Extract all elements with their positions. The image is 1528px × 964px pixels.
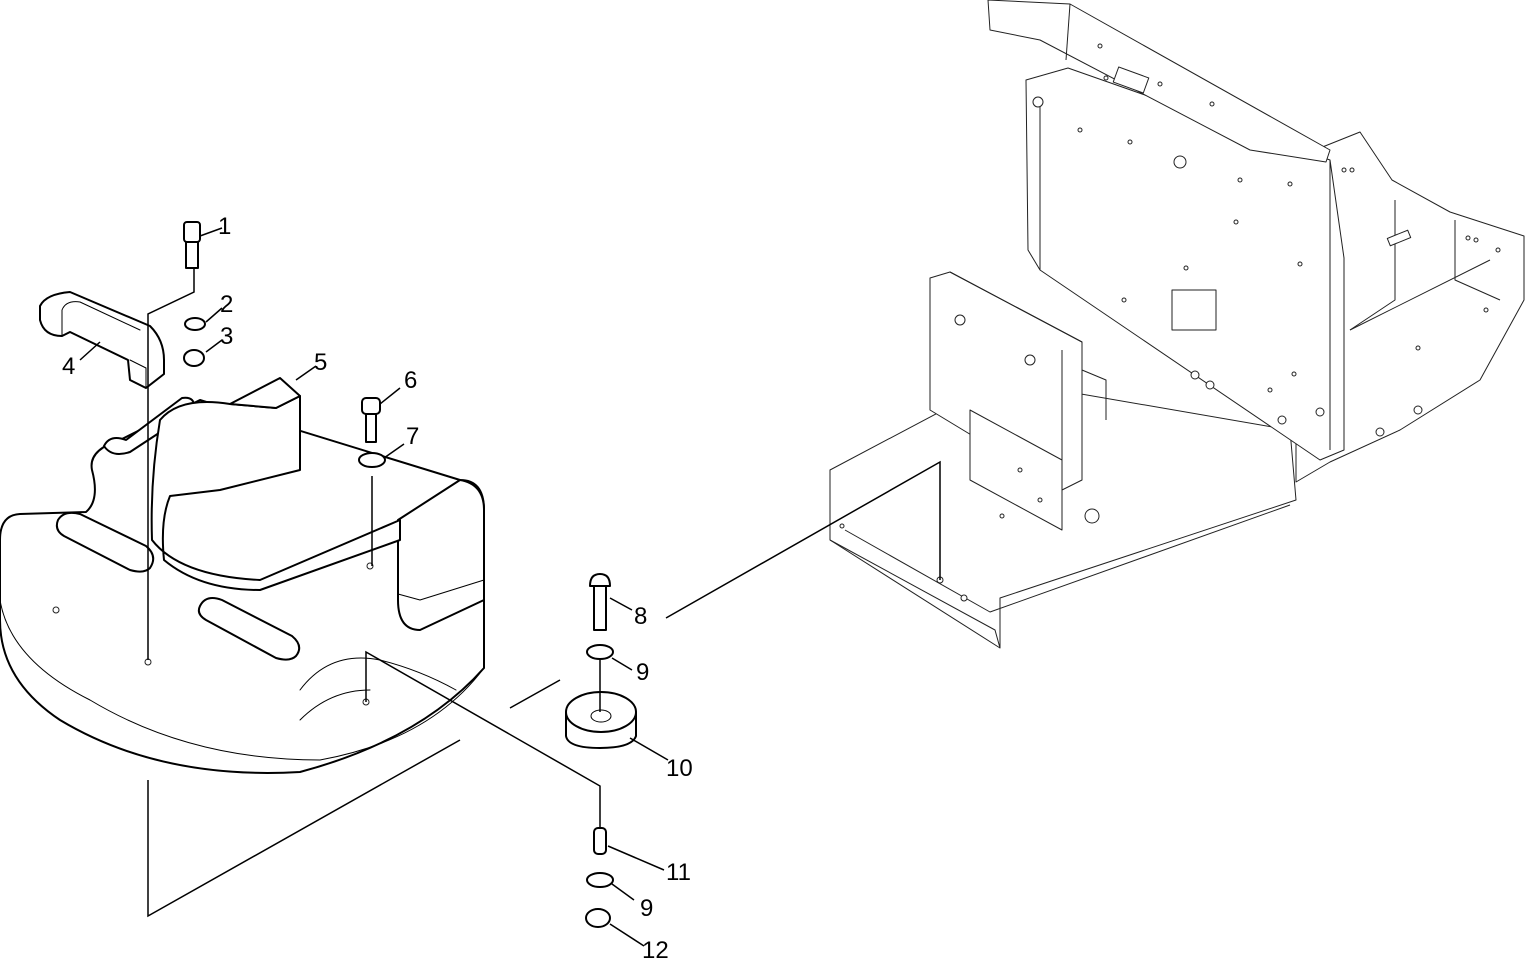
chassis-frame bbox=[829, 0, 1525, 649]
pin-11 bbox=[593, 827, 607, 855]
callout-9-lower: 9 bbox=[640, 895, 653, 922]
counterweight-base bbox=[0, 377, 485, 774]
callout-6: 6 bbox=[404, 367, 417, 394]
washer-2 bbox=[184, 317, 206, 331]
callout-9-upper: 9 bbox=[636, 659, 649, 686]
callout-11: 11 bbox=[666, 859, 691, 886]
rubber-isolator-10 bbox=[565, 691, 637, 749]
callout-3: 3 bbox=[220, 323, 233, 350]
nut-12 bbox=[585, 908, 611, 928]
assembly-lines bbox=[147, 268, 941, 918]
nut-3 bbox=[183, 349, 205, 367]
callout-5: 5 bbox=[314, 349, 327, 376]
bolt-8 bbox=[589, 573, 611, 631]
callout-labels: 1 2 3 4 5 6 7 8 9 10 11 9 12 bbox=[62, 213, 693, 964]
washer-9-lower bbox=[586, 872, 614, 888]
bolt-1 bbox=[183, 221, 201, 269]
lifting-handle bbox=[39, 291, 165, 389]
bolt-6 bbox=[361, 397, 381, 443]
callout-4: 4 bbox=[62, 353, 75, 380]
callout-2: 2 bbox=[220, 291, 233, 318]
callout-8: 8 bbox=[634, 603, 647, 630]
callout-pointers bbox=[79, 227, 669, 947]
callout-1: 1 bbox=[218, 213, 231, 240]
callout-12: 12 bbox=[642, 937, 669, 964]
washer-7 bbox=[358, 452, 386, 468]
callout-10: 10 bbox=[666, 755, 693, 782]
callout-7: 7 bbox=[406, 423, 419, 450]
washer-9-upper bbox=[586, 644, 614, 660]
